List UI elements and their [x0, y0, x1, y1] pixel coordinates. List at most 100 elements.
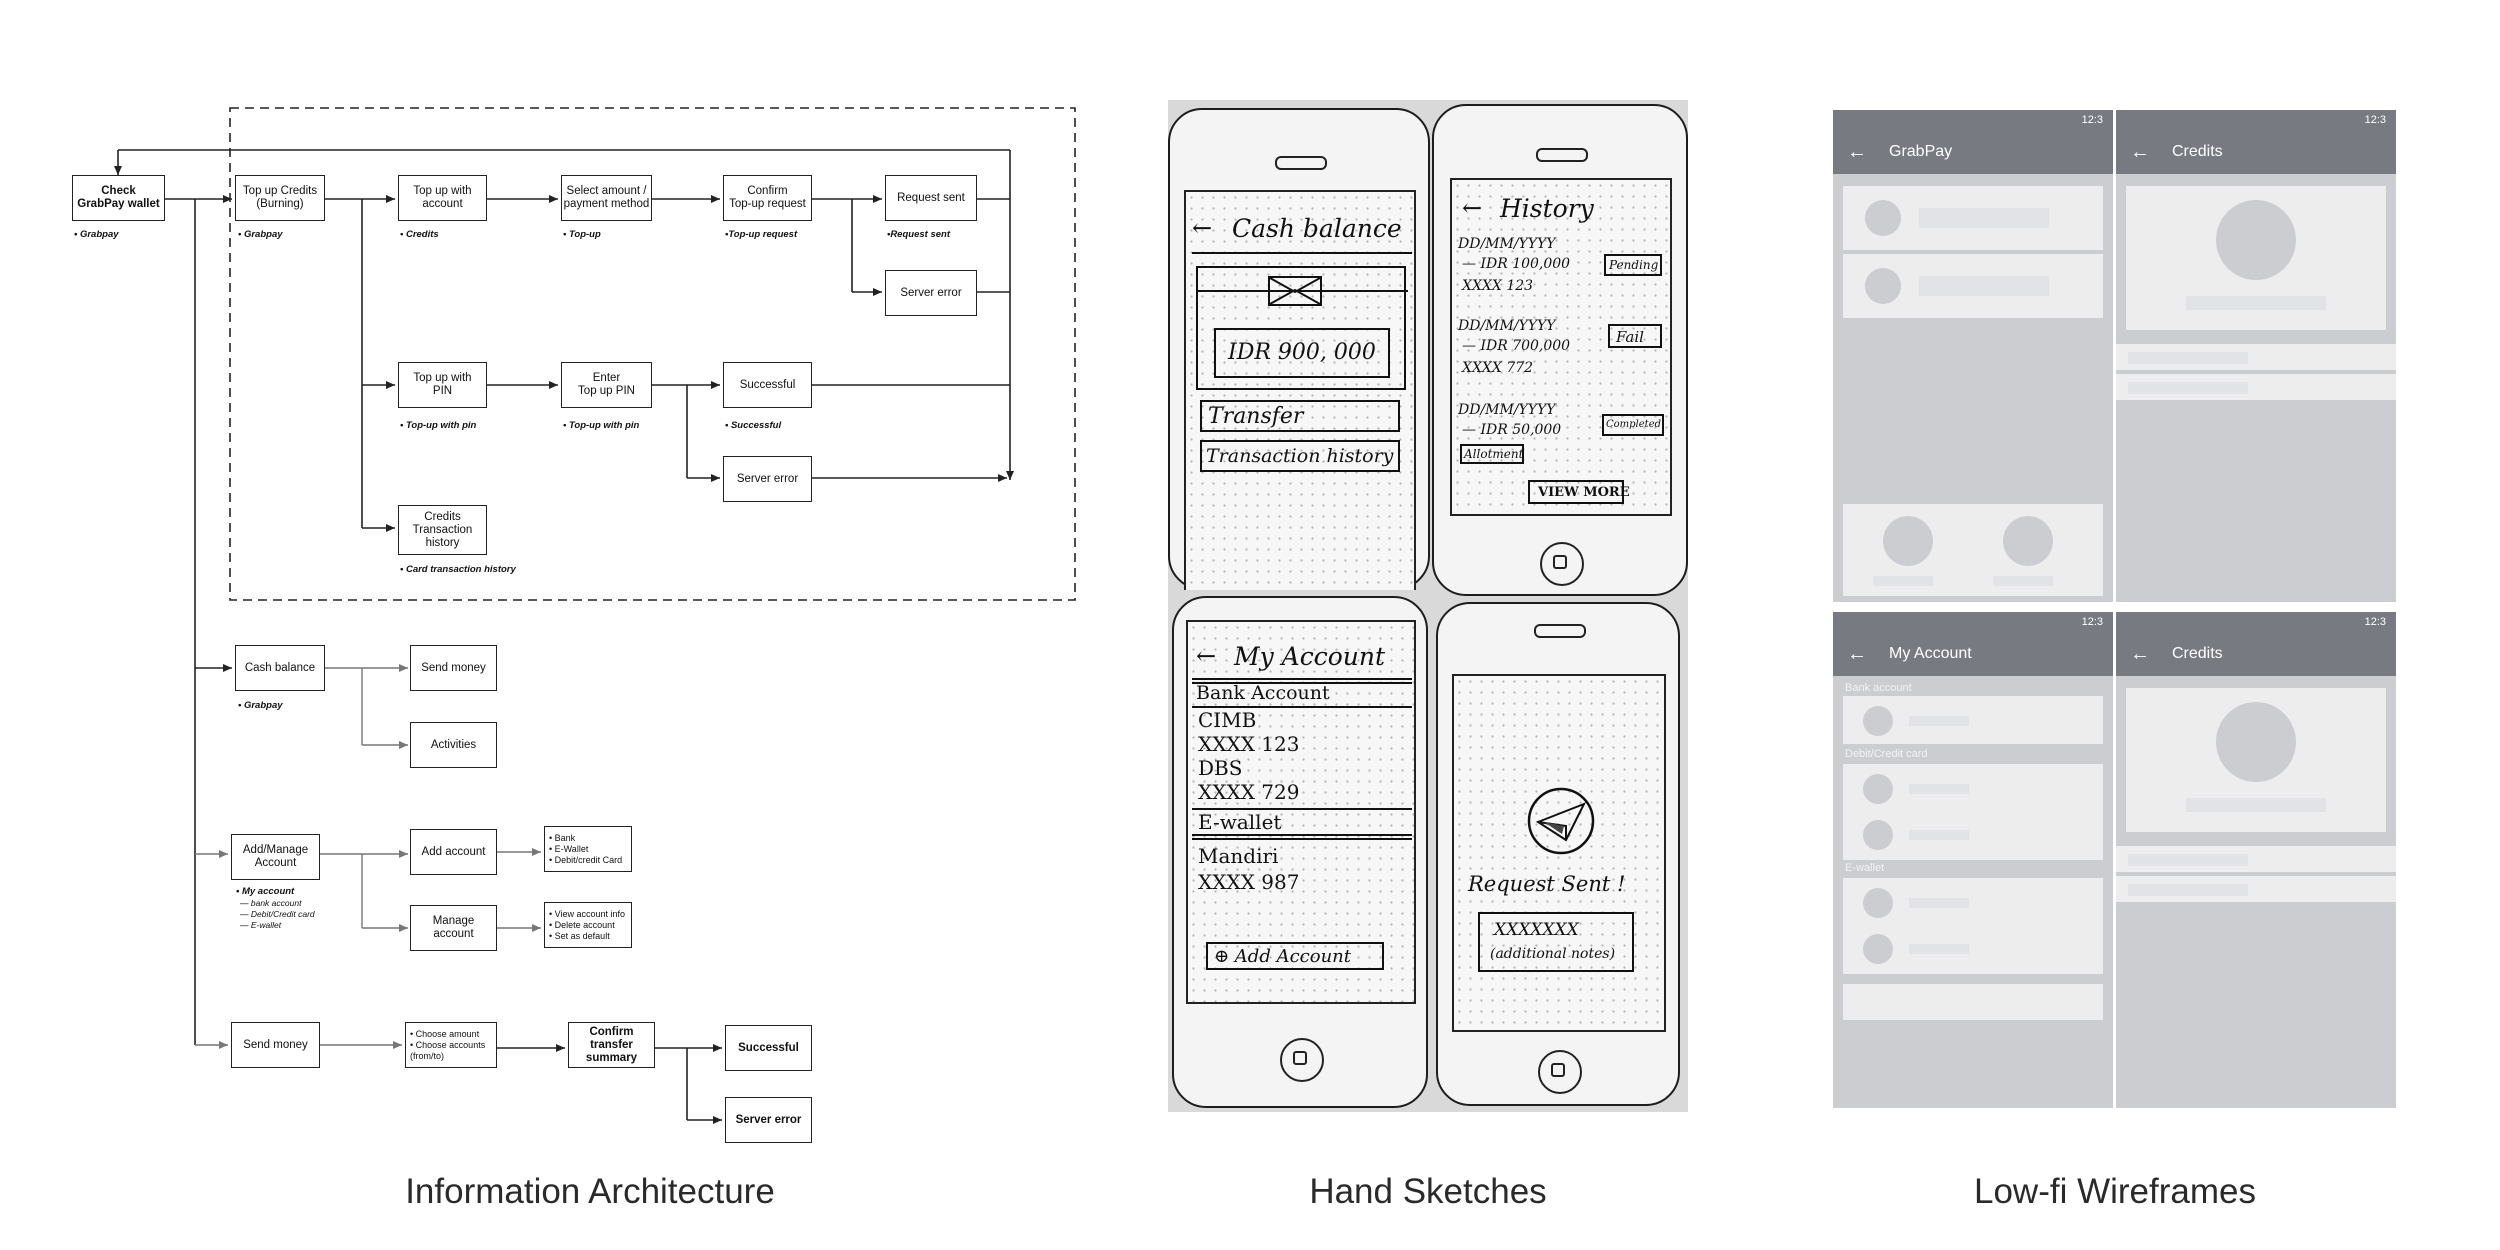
caption-my-account: • My account [236, 886, 295, 897]
text-placeholder [2186, 296, 2326, 310]
node-enter-pin: Enter Top up PIN [561, 362, 652, 408]
status-bar: 12:3 [1833, 612, 2113, 634]
request-details-note: (additional notes) [1490, 946, 1616, 962]
wallet-line: XXXX 987 [1198, 870, 1300, 894]
back-arrow-icon[interactable]: ← [2130, 643, 2150, 665]
text-placeholder [1909, 830, 1969, 840]
text-placeholder [1909, 898, 1969, 908]
transfer-button[interactable]: Transfer [1200, 400, 1400, 432]
request-details-line: XXXXXXX [1494, 920, 1579, 940]
home-button-icon [1538, 1050, 1582, 1094]
text-placeholder [1919, 208, 2049, 228]
avatar [2216, 702, 2296, 782]
wireframe-grabpay: 12:3 ← GrabPay [1833, 110, 2113, 602]
transaction-history-label: Transaction history [1206, 445, 1394, 467]
caption-grabpay: • Grabpay [238, 700, 283, 711]
add-account-button[interactable]: ⊕ Add Account [1206, 942, 1384, 970]
avatar[interactable] [1883, 516, 1933, 566]
transfer-label: Transfer [1208, 404, 1304, 429]
status-label: Pending [1609, 258, 1659, 272]
node-topup-account: Top up with account [398, 175, 487, 221]
app-bar: ← Credits [2116, 132, 2396, 174]
node-choose-options: • Choose amount • Choose accounts (from/… [405, 1022, 497, 1068]
history-date: DD/MM/YYYY [1458, 236, 1556, 252]
home-button-icon [1280, 1038, 1324, 1082]
back-arrow-icon[interactable]: ← [2130, 141, 2150, 163]
avatar [1863, 774, 1893, 804]
node-add-options: • Bank • E-Wallet • Debit/credit Card [544, 826, 632, 872]
status-badge: Pending [1604, 254, 1662, 276]
node-credits-history: Credits Transaction history [398, 505, 487, 555]
screen-title: Credits [2172, 143, 2223, 160]
node-server-error: Server error [885, 270, 977, 316]
node-send-money: Send money [410, 645, 497, 691]
add-account-label: ⊕ Add Account [1214, 946, 1351, 967]
history-card: XXXX 772 [1462, 360, 1534, 376]
add-account-button[interactable] [1843, 984, 2103, 1020]
send-icon [1527, 787, 1595, 855]
list-row[interactable] [2116, 374, 2396, 400]
credits-card [2126, 688, 2386, 832]
history-card: Allotment [1460, 444, 1524, 464]
avatar[interactable] [2003, 516, 2053, 566]
status-time: 12:3 [2081, 616, 2103, 628]
credits-card [2126, 186, 2386, 330]
caption-card-transaction-history: • Card transaction history [400, 564, 516, 575]
bank-line: XXXX 123 [1198, 732, 1300, 756]
list-row[interactable] [2116, 846, 2396, 872]
text-placeholder [1919, 276, 2049, 296]
node-topup-pin: Top up with PIN [398, 362, 487, 408]
avatar [1865, 268, 1901, 304]
node-manage-account: Manage account [410, 905, 497, 951]
history-date: DD/MM/YYYY [1458, 318, 1556, 334]
bank-line: CIMB [1198, 708, 1257, 732]
avatar [2216, 200, 2296, 280]
screen-title: GrabPay [1889, 143, 1953, 160]
transaction-history-button[interactable]: Transaction history [1200, 440, 1400, 472]
caption-my-account-sub: — bank account — Debit/Credit card — E-w… [240, 898, 315, 930]
ia-connectors [114, 107, 1076, 1124]
wireframe-credits: 12:3 ← Credits [2116, 110, 2396, 602]
node-check-wallet: Check GrabPay wallet [72, 175, 165, 221]
node-confirm-topup: Confirm Top-up request [723, 175, 812, 221]
text-placeholder [1993, 576, 2053, 586]
history-date: DD/MM/YYYY [1458, 402, 1556, 418]
caption-topup-request: •Top-up request [725, 229, 798, 240]
home-button-icon [1540, 542, 1584, 586]
node-manage-options: • View account info • Delete account • S… [544, 902, 632, 948]
caption-request-sent: •Request sent [887, 229, 950, 240]
account-card[interactable] [1843, 764, 2103, 860]
status-time: 12:3 [2364, 114, 2386, 126]
back-arrow-icon[interactable]: ← [1847, 141, 1867, 163]
app-bar: ← Credits [2116, 634, 2396, 676]
view-more-label: VIEW MORE [1538, 485, 1630, 500]
back-arrow-icon: ← [1192, 214, 1213, 242]
sketch-phone-cash-balance: ← Cash balance IDR 900, 000 Transfer Tra… [1168, 108, 1430, 590]
bank-line: XXXX 729 [1198, 780, 1300, 804]
account-card[interactable] [1843, 878, 2103, 974]
status-badge: Fail [1608, 324, 1662, 348]
text-placeholder [2186, 798, 2326, 812]
status-bar: 12:3 [1833, 110, 2113, 132]
e-wallet-header: E-wallet [1198, 810, 1282, 834]
history-amount: — IDR 700,000 [1462, 338, 1571, 354]
account-card[interactable] [1843, 696, 2103, 744]
wallet-line: Mandiri [1198, 844, 1279, 868]
view-more-button[interactable]: VIEW MORE [1528, 480, 1630, 504]
history-amount: — IDR 100,000 [1462, 256, 1571, 272]
list-card[interactable] [1843, 186, 2103, 250]
caption-grabpay: • Grabpay [238, 229, 283, 240]
avatar [1863, 934, 1893, 964]
list-row[interactable] [2116, 344, 2396, 370]
avatar [1863, 706, 1893, 736]
sketch-phone-request-sent: Request Sent ! XXXXXXX (additional notes… [1436, 602, 1680, 1106]
history-card-label: Allotment [1464, 447, 1524, 461]
group-label: Bank account [1845, 682, 1912, 694]
status-label: Fail [1616, 328, 1644, 346]
list-card[interactable] [1843, 254, 2103, 318]
status-label: Completed [1606, 419, 1662, 430]
list-row[interactable] [2116, 876, 2396, 902]
node-topup-credits: Top up Credits (Burning) [235, 175, 325, 221]
caption-topup-with-pin: • Top-up with pin [563, 420, 640, 431]
back-arrow-icon[interactable]: ← [1847, 643, 1867, 665]
